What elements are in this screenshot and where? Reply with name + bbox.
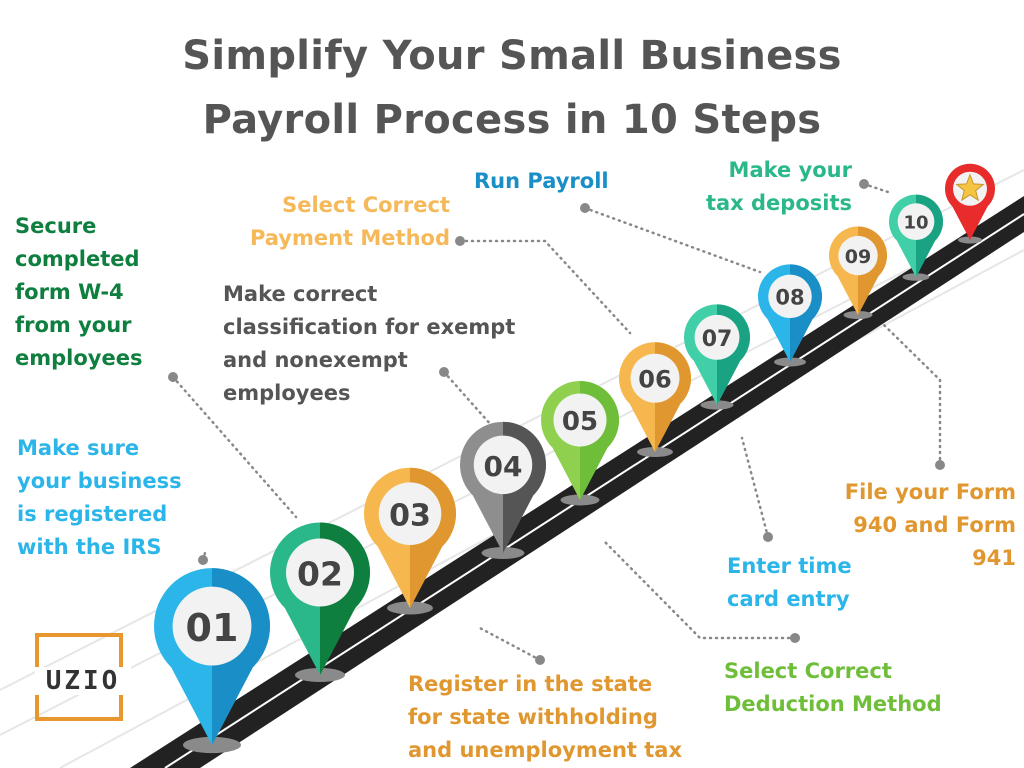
page-title-line-2: Payroll Process in 10 Steps (202, 97, 822, 143)
step-05-number: 05 (562, 407, 598, 437)
step-03-connector (476, 625, 542, 662)
finish-pin (945, 163, 995, 244)
step-08-connector (583, 206, 762, 274)
pin-center (838, 235, 878, 276)
step-10-connector (862, 182, 890, 194)
step-03-connector-dot (535, 655, 545, 665)
step-08-connector-dot (580, 203, 590, 213)
step-07-number: 07 (702, 327, 733, 352)
step-10-pin: 10 (889, 194, 943, 281)
pin-center (694, 314, 740, 360)
pin-center (897, 203, 935, 241)
step-03-pin: 03 (364, 467, 457, 615)
pin-center (172, 586, 252, 666)
pin-center (286, 538, 354, 607)
pin-center (473, 435, 533, 495)
step-09-connector-dot (935, 460, 945, 470)
step-08-pin: 08 (757, 264, 822, 367)
step-06-number: 06 (638, 366, 671, 394)
step-01-pin: 01 (153, 568, 270, 754)
uzio-logo: UZIO (35, 633, 131, 721)
step-05-connector-dot (790, 633, 800, 643)
pin-center (768, 274, 812, 319)
step-08-label: Run Payroll (474, 169, 609, 193)
step-08-number: 08 (775, 286, 804, 310)
step-09-connector (882, 323, 942, 467)
step-06-connector (458, 239, 632, 335)
step-09-pin: 09 (828, 226, 887, 320)
step-03-number: 03 (389, 499, 431, 534)
step-02-pin: 02 (269, 522, 370, 682)
pin-center (378, 482, 442, 545)
step-04-number: 04 (484, 450, 523, 483)
logo-text: UZIO (35, 667, 131, 695)
step-01-connector-dot (198, 555, 208, 565)
star-icon (955, 173, 985, 202)
page-title-line-1: Simplify Your Small Business (182, 33, 842, 79)
step-05-connector (601, 538, 797, 640)
step-05-pin: 05 (541, 381, 619, 506)
step-09-number: 09 (845, 246, 871, 268)
step-07-connector (740, 436, 770, 539)
step-10-connector-dot (859, 179, 869, 189)
step-10-number: 10 (903, 213, 928, 234)
step-02-connector-dot (168, 372, 178, 382)
step-02-number: 02 (297, 555, 343, 594)
step-04-connector (442, 370, 494, 428)
step-04-pin: 04 (460, 421, 546, 560)
step-07-connector-dot (763, 532, 773, 542)
pin-center (553, 393, 607, 447)
step-06-pin: 06 (619, 342, 691, 458)
step-02-connector (171, 375, 298, 519)
step-04-connector-dot (439, 367, 449, 377)
step-06-connector-dot (455, 236, 465, 246)
pin-center (630, 353, 680, 403)
step-01-number: 01 (186, 606, 239, 650)
step-07-pin: 07 (684, 304, 750, 410)
